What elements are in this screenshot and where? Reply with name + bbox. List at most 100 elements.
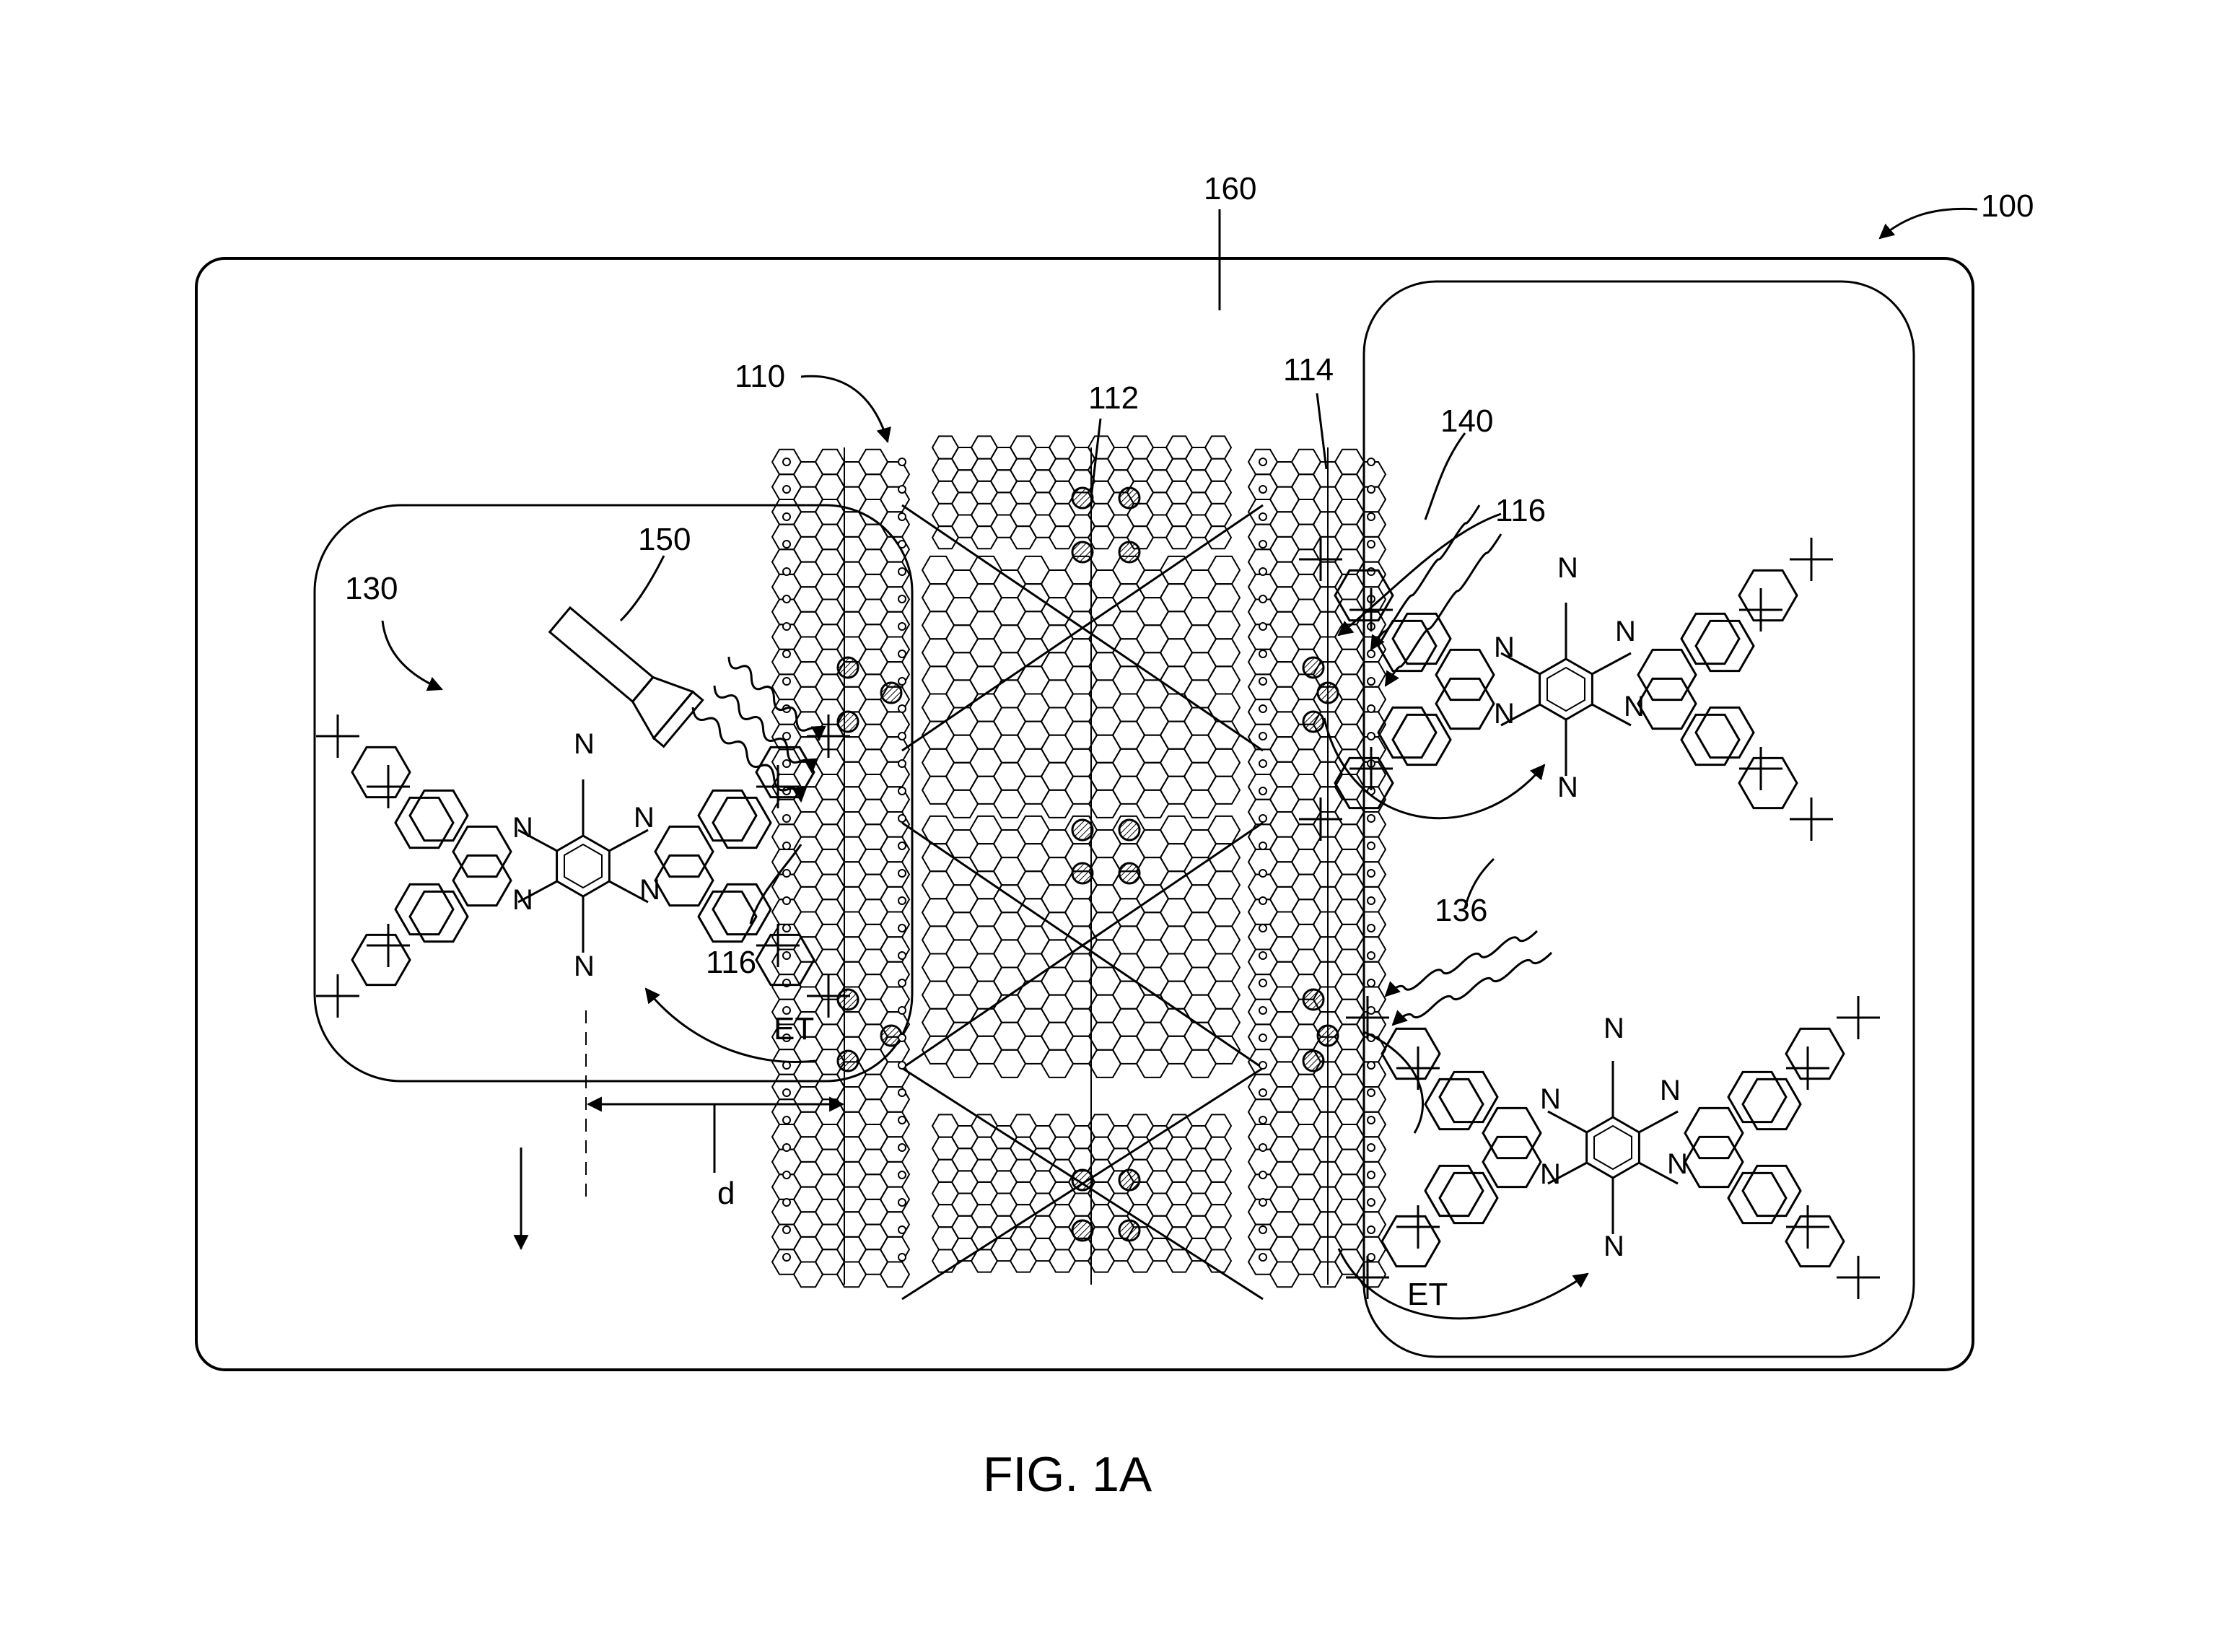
metal-node [1118,862,1141,885]
atom-dot [898,458,906,466]
atom-dot [1367,512,1375,521]
atom-dot [1259,1116,1267,1124]
atom-dot [1367,896,1375,905]
metal-node [1302,988,1325,1011]
atom-dot [898,677,906,686]
framework-ring [1088,789,1122,818]
atom-dot [1367,540,1375,549]
light-rays [691,504,1553,1026]
framework-ring [1183,1049,1217,1078]
atom-dot [1367,458,1375,466]
metal-node [1316,1024,1339,1047]
atom-dot [1367,704,1375,713]
metal-node [1302,656,1325,679]
atom-dot [782,458,791,466]
framework-ring [970,525,999,550]
atom-dot [1259,1143,1267,1152]
atom-dot [782,567,791,576]
atom-dot [1259,1198,1267,1207]
atom-dot [898,1116,906,1124]
ref-130: 130 [345,571,398,606]
framework-ring [1204,525,1233,550]
atom-dot [1259,951,1267,960]
atom-dot [1259,924,1267,932]
atom-dot [898,1225,906,1234]
atom-dot [898,951,906,960]
framework-strut [901,821,1264,1070]
metal-node [1071,1168,1094,1192]
framework-ring [1165,1249,1194,1273]
atom-dot [898,1143,906,1152]
atom-dot [782,1116,791,1124]
metal-node [836,656,859,679]
atom-dot [898,814,906,823]
outer-frame-160 [195,257,1974,1371]
atom-n: N [512,884,533,916]
framework-ring [1048,1249,1077,1273]
atom-n: N [1540,1083,1561,1115]
framework-ring [931,525,960,550]
framework-ring [992,789,1027,818]
framework-ring [970,1249,999,1273]
atom-dot [1259,979,1267,987]
atom-dot [1259,842,1267,850]
atom-dot [1259,1088,1267,1097]
metal-node [1118,486,1141,510]
atom-dot [782,512,791,521]
atom-dot [1367,677,1375,686]
atom-dot [898,869,906,878]
atom-n: N [1624,691,1645,722]
atom-dot [1367,951,1375,960]
atom-labels: N N N N N N N N N N N N N N N N N N [512,552,1688,1262]
atom-dot [1367,869,1375,878]
atom-dot [898,979,906,987]
light-ray [1391,951,1553,1026]
metal-node [880,681,903,704]
atom-dot [782,540,791,549]
framework-ring [1126,1249,1155,1273]
atom-dot [782,485,791,494]
et-label-right: ET [1407,1277,1448,1312]
atom-dot [782,1225,791,1234]
left-region-130 [313,504,914,1083]
atom-dot [782,869,791,878]
atom-dot [1259,650,1267,658]
ref-100: 100 [1981,188,2034,224]
framework-ring [1009,1249,1038,1273]
atom-dot [1259,1225,1267,1234]
atom-dot [898,787,906,795]
atom-dot [782,1253,791,1262]
figure-caption: FIG. 1A [983,1447,1152,1502]
atom-dot [898,1171,906,1179]
atom-dot [782,732,791,740]
atom-dot [782,1088,791,1097]
atom-n: N [1615,616,1636,647]
framework-ring [1040,789,1075,818]
atom-dot [1259,896,1267,905]
atom-n: N [1494,698,1515,730]
framework-ring [1009,525,1038,550]
metal-node [1118,818,1141,842]
atom-dot [898,540,906,549]
atom-n: N [1667,1148,1688,1180]
framework-ring [1183,789,1217,818]
atom-dot [898,924,906,932]
metal-node [1071,541,1094,564]
light-ray [691,707,808,803]
ref-114: 114 [1283,352,1334,388]
atom-dot [782,951,791,960]
atom-dot [1259,1253,1267,1262]
metal-node [1118,541,1141,564]
metal-node [836,1049,859,1072]
atom-dot [1367,814,1375,823]
atom-dot [782,1143,791,1152]
atom-dot [1259,704,1267,713]
atom-dot [898,1198,906,1207]
framework-ring [1048,525,1077,550]
atom-dot [898,1006,906,1015]
light-source-150 [548,606,704,748]
atom-dot [898,1088,906,1097]
atom-dot [1259,485,1267,494]
atom-dot [898,622,906,631]
